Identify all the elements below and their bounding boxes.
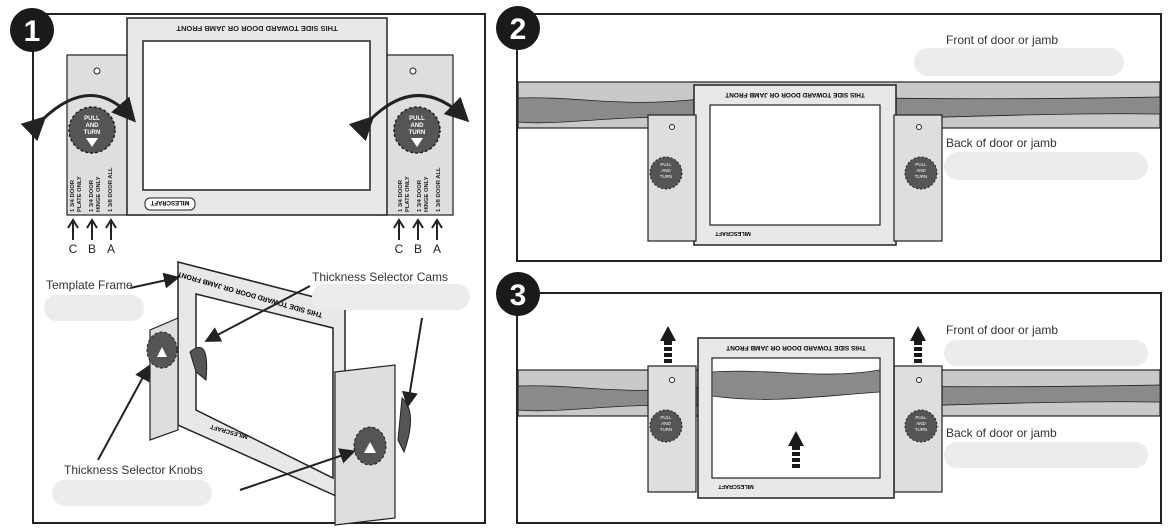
svg-text:TURN: TURN [660,427,673,432]
label-template-frame: Template Frame [46,278,133,292]
label-bg [914,48,1124,76]
template-top-text: THIS SIDE TOWARD DOOR OR JAMB FRONT [176,24,338,33]
step2-knob-right[interactable]: PULL AND TURN [904,156,938,190]
svg-text:HINGE ONLY: HINGE ONLY [424,176,430,212]
persp-knob-left[interactable] [146,331,178,369]
svg-text:AND: AND [661,421,671,426]
svg-text:1: 1 [24,15,41,48]
label-back-of-door-step2: Back of door or jamb [946,136,1057,150]
knob-left[interactable]: PULL AND TURN [68,106,116,154]
svg-text:PULL: PULL [84,116,100,122]
svg-text:MILESCRAFT: MILESCRAFT [150,199,189,205]
label-bg [52,480,212,506]
svg-text:1 3/4 DOOR: 1 3/4 DOOR [417,179,423,212]
label-front-of-door-step3: Front of door or jamb [946,323,1059,337]
svg-text:B: B [88,242,96,256]
svg-text:3: 3 [510,279,527,312]
svg-text:PULL: PULL [409,116,425,122]
right-plate-lines: 1 3/4 DOOR PLATE ONLY 1 3/4 DOOR HINGE O… [398,167,442,212]
push-up-arrows [660,326,926,468]
svg-text:AND: AND [916,421,926,426]
svg-text:THIS SIDE TOWARD DOOR OR JAMB: THIS SIDE TOWARD DOOR OR JAMB FRONT [725,91,865,98]
panel-step-1: 1 THIS SIDE TOWARD DOOR OR JAMB FRONT MI… [10,8,486,526]
label-front-of-door-step2: Front of door or jamb [946,33,1059,47]
svg-text:1 3/4 DOOR: 1 3/4 DOOR [89,179,95,212]
svg-text:TURN: TURN [84,130,101,136]
svg-text:C: C [395,242,404,256]
template-top-view: THIS SIDE TOWARD DOOR OR JAMB FRONT MILE… [20,17,470,256]
svg-text:TURN: TURN [915,174,928,179]
panel-step-3: 3 THIS SIDE TOWARD DOOR OR JAMB FRONT MI… [496,272,1162,524]
svg-text:1 3/8 DOOR ALL: 1 3/8 DOOR ALL [108,167,114,212]
svg-text:A: A [107,242,115,256]
svg-text:AND: AND [661,168,671,173]
label-back-of-door-step3: Back of door or jamb [946,426,1057,440]
label-bg [944,340,1148,366]
svg-text:AND: AND [411,123,425,129]
label-thickness-selector-cams: Thickness Selector Cams [312,270,449,284]
label-bg [944,152,1148,180]
svg-text:PULL: PULL [915,162,927,167]
label-bg [312,284,470,310]
svg-text:PULL: PULL [915,415,927,420]
svg-text:AND: AND [86,123,100,129]
svg-text:MILESCRAFT: MILESCRAFT [715,230,751,236]
svg-text:1 3/4 DOOR: 1 3/4 DOOR [70,179,76,212]
svg-text:PLATE ONLY: PLATE ONLY [405,176,411,212]
svg-text:PULL: PULL [660,415,672,420]
svg-text:1 3/4 DOOR: 1 3/4 DOOR [398,179,404,212]
svg-text:A: A [433,242,441,256]
svg-text:PLATE ONLY: PLATE ONLY [77,176,83,212]
svg-text:C: C [69,242,78,256]
svg-text:TURN: TURN [660,174,673,179]
svg-text:1 3/8 DOOR ALL: 1 3/8 DOOR ALL [436,167,442,212]
svg-text:AND: AND [916,168,926,173]
knob-right[interactable]: PULL AND TURN [393,106,441,154]
step3-knob-right[interactable]: PULL AND TURN [904,409,938,443]
svg-text:2: 2 [510,13,527,46]
svg-text:HINGE ONLY: HINGE ONLY [96,176,102,212]
svg-text:THIS SIDE TOWARD DOOR OR JAMB: THIS SIDE TOWARD DOOR OR JAMB FRONT [726,344,866,351]
svg-text:TURN: TURN [915,427,928,432]
thickness-arrows [67,218,443,240]
svg-text:PULL: PULL [660,162,672,167]
label-thickness-selector-knobs: Thickness Selector Knobs [64,463,203,477]
persp-knob-right[interactable] [353,426,387,466]
label-bg [44,295,144,321]
step-3-badge: 3 [496,272,540,316]
panel-step-2: 2 THIS SIDE TOWARD DOOR OR JAMB FRONT MI… [496,6,1162,262]
arrow-letters: C B A C B A [69,242,441,256]
svg-text:B: B [414,242,422,256]
svg-text:TURN: TURN [409,130,426,136]
step2-knob-left[interactable]: PULL AND TURN [649,156,683,190]
left-plate-lines: 1 3/4 DOOR PLATE ONLY 1 3/4 DOOR HINGE O… [70,167,114,212]
template-perspective-view: THIS SIDE TOWARD DOOR OR JAMB FRONT MILE… [97,261,423,526]
step-1-badge: 1 [10,8,54,52]
svg-text:MILESCRAFT: MILESCRAFT [718,483,754,489]
label-bg [944,442,1148,468]
step3-knob-left[interactable]: PULL AND TURN [649,409,683,443]
step-2-badge: 2 [496,6,540,50]
